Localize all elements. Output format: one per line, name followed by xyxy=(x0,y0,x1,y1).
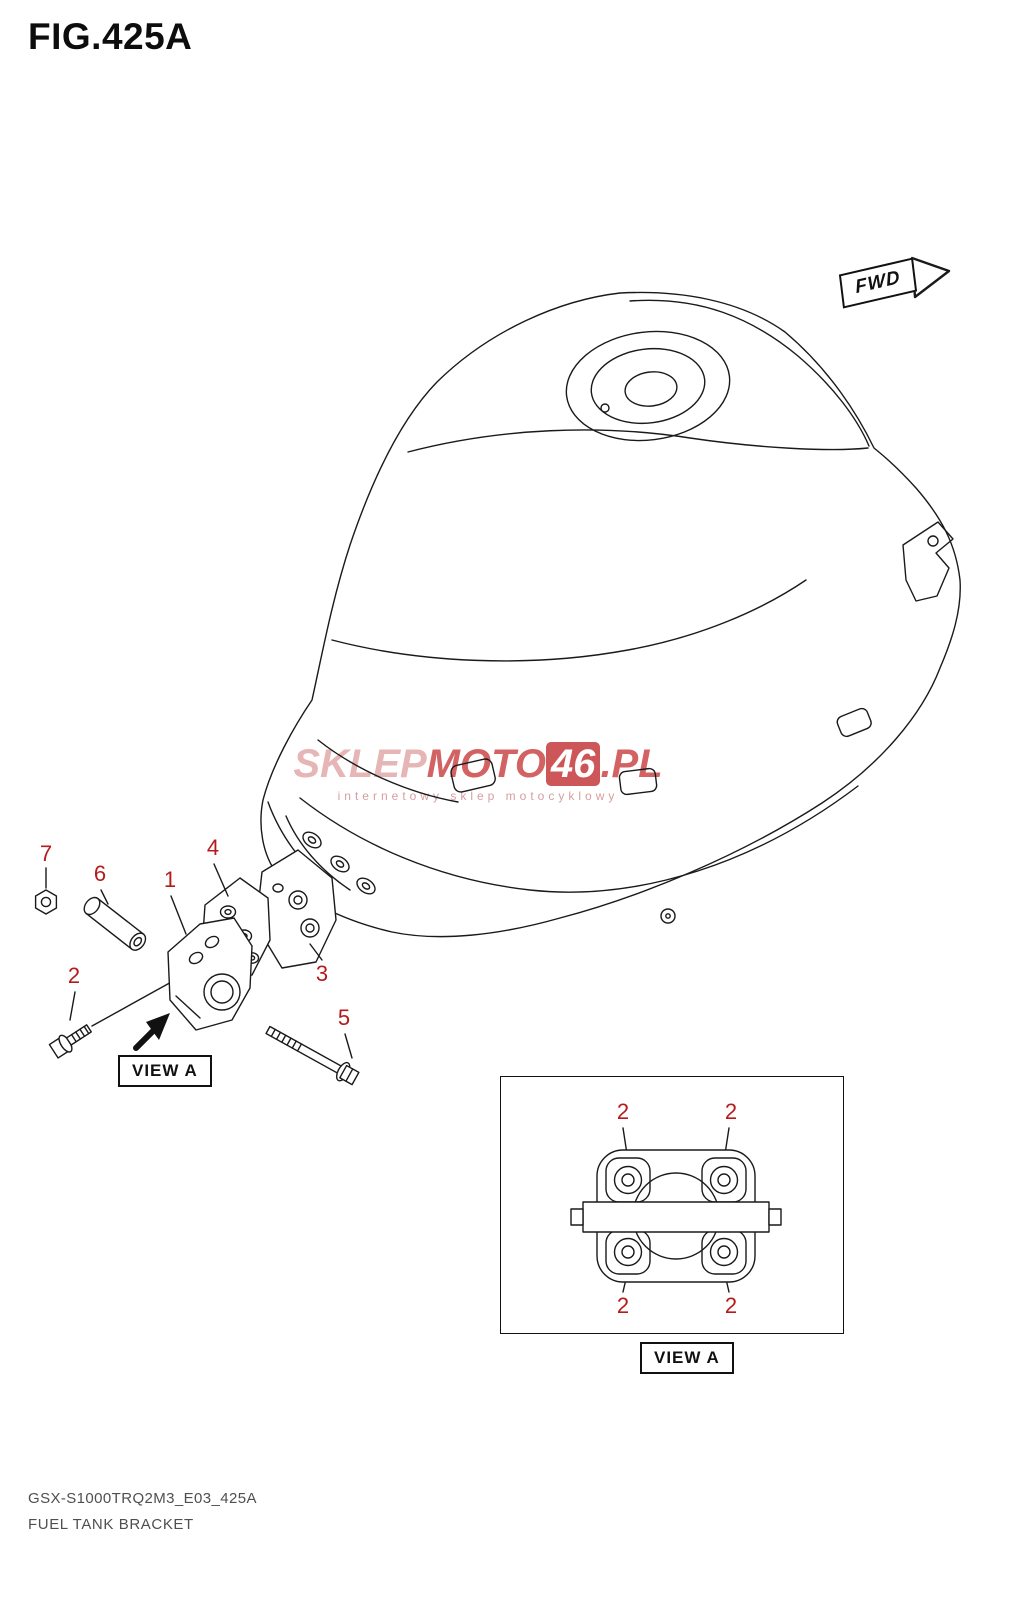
detail-view-a-label: VIEW A xyxy=(640,1342,734,1374)
part-bolt-5 xyxy=(265,1025,360,1086)
fuel-filler-cap xyxy=(565,330,731,442)
figure-title: FIG.425A xyxy=(28,16,193,57)
view-a-arrow xyxy=(133,1013,170,1051)
callout-2: 2 xyxy=(67,963,81,988)
fwd-arrow-icon xyxy=(910,256,951,299)
watermark-part3: 46 xyxy=(545,742,601,786)
part-code: GSX-S1000TRQ2M3_E03_425A xyxy=(28,1490,257,1507)
detail-callout-2-bottom-left: 2 xyxy=(616,1293,630,1318)
detail-callout-2-top-left: 2 xyxy=(616,1099,630,1124)
detail-view-frame xyxy=(500,1076,844,1334)
callout-7: 7 xyxy=(39,841,53,866)
fuel-tank-outline xyxy=(260,291,961,938)
detail-callout-2-bottom-right: 2 xyxy=(724,1293,738,1318)
callout-3: 3 xyxy=(315,961,329,986)
part-nut-7 xyxy=(34,889,58,915)
watermark-part4: .PL xyxy=(600,742,663,786)
watermark-part2: MOTO xyxy=(426,742,546,786)
watermark-part1: SKLEP xyxy=(293,742,427,786)
view-a-label: VIEW A xyxy=(118,1055,212,1087)
callout-6: 6 xyxy=(93,861,107,886)
callout-5: 5 xyxy=(337,1005,351,1030)
fwd-label: FWD xyxy=(854,266,902,299)
callout-1: 1 xyxy=(163,867,177,892)
callout-4: 4 xyxy=(206,835,220,860)
part-bracket-1 xyxy=(167,917,253,1031)
part-name: FUEL TANK BRACKET xyxy=(28,1516,194,1533)
part-spacer-6 xyxy=(83,896,147,951)
detail-bracket-view xyxy=(570,1149,782,1283)
watermark-subtitle: internetowy sklep motocyklowy xyxy=(337,789,619,803)
detail-callout-2-top-right: 2 xyxy=(724,1099,738,1124)
part-bolt-2 xyxy=(48,1024,92,1059)
